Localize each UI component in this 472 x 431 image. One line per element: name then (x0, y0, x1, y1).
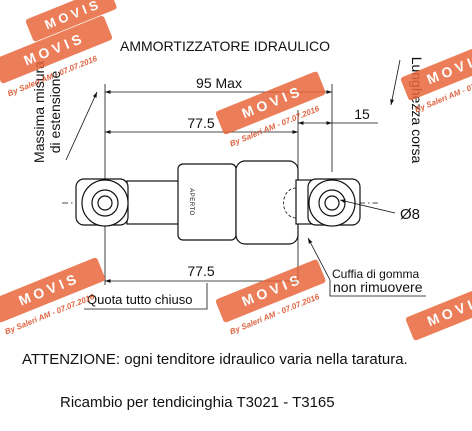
right-eye-pin (324, 195, 340, 211)
max-extension-leader (65, 91, 98, 161)
piston-rod (126, 180, 180, 225)
dim-overall-text: 95 Max (196, 75, 242, 91)
closed-note-text: Quota tutto chiuso (87, 292, 193, 307)
rubber-boot (235, 160, 299, 245)
max-extension-label-line2: di estensione (47, 71, 63, 154)
watermark-stamp: M O V I S By Saleri AM - 07.07.2016 (215, 259, 326, 336)
watermark-band (405, 281, 472, 341)
pin-diameter-text: Ø8 (400, 206, 420, 223)
watermark-band (25, 0, 117, 42)
spare-part-text: Ricambio per tendicinghia T3021 - T3165 (60, 394, 335, 411)
dim-stroke-text: 15 (354, 106, 370, 122)
watermark-band (0, 15, 113, 84)
watermark-band (215, 259, 326, 323)
pin-diameter-leader (339, 199, 396, 214)
cylinder-body-text: APERTO (188, 188, 194, 215)
closed-note-leader (84, 283, 208, 310)
max-extension-label-line1: Massima misura (31, 61, 47, 163)
warning-text: ATTENZIONE: ogni tenditore idraulico var… (22, 351, 408, 368)
watermark-band (400, 37, 472, 101)
watermark-band (0, 257, 106, 323)
dim-lower-text: 77.5 (187, 263, 214, 279)
watermark-band (215, 71, 326, 135)
hidden-piston (283, 187, 297, 219)
boot-note-line1: Cuffia di gomma (332, 267, 419, 281)
cylinder-body (177, 163, 237, 241)
max-extension-label: Massima misura di estensione (31, 61, 63, 163)
drawing-title: AMMORTIZZATORE IDRAULICO (120, 38, 330, 54)
dim-upper-text: 77.5 (187, 115, 214, 131)
stroke-length-leader (390, 59, 401, 106)
left-eye-pin (97, 195, 113, 211)
boot-note-line2: non rimuovere (333, 279, 423, 295)
damper-assembly: APERTO (75, 160, 361, 245)
boot-note-leader (307, 237, 331, 281)
